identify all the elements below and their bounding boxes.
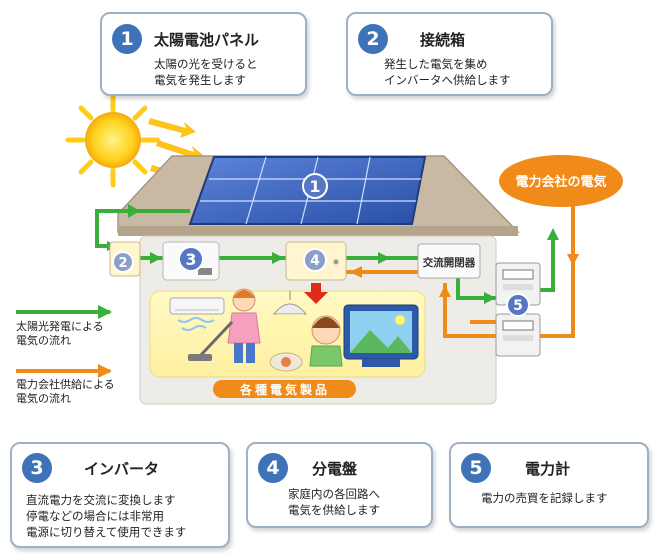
meter-marker: 5 (513, 298, 523, 314)
electric-meters (495, 262, 541, 357)
utility-bubble (499, 155, 623, 207)
card-title: 接続箱 (420, 31, 466, 49)
junction-marker: 2 (118, 256, 127, 271)
card-distribution-board: 4 分電盤 家庭内の各回路へ 電気を供給します (246, 442, 433, 528)
appliances-label: 各種電気製品 (239, 382, 330, 397)
inverter-marker: 3 (185, 250, 196, 269)
legend-solar-label: 太陽光発電による 電気の流れ (16, 320, 104, 347)
card-description: 発生した電気を集め インバータへ供給します (384, 57, 511, 87)
child (309, 315, 343, 367)
utility-label: 電力会社の電気 (515, 174, 606, 190)
air-conditioner (169, 297, 225, 331)
card-number: 1 (112, 24, 142, 54)
legend-utility-label: 電力会社供給による 電気の流れ (16, 378, 115, 405)
card-description: 電力の売買を記録します (481, 491, 608, 505)
distribution-marker: 4 (310, 253, 320, 269)
card-description: 太陽の光を受けると 電気を発生します (154, 57, 258, 87)
card-title: 電力計 (525, 460, 571, 478)
sun-icon (65, 92, 161, 188)
television (343, 304, 419, 367)
legend-lines (16, 305, 112, 378)
woman-vacuuming (188, 288, 303, 372)
card-title: インバータ (84, 460, 160, 478)
supply-arrow (304, 283, 328, 304)
utility-flow-arrowheads (350, 254, 579, 297)
card-number: 2 (358, 24, 388, 54)
card-junction-box: 2 接続箱 発生した電気を集め インバータへ供給します (346, 12, 553, 96)
card-title: 太陽電池パネル (154, 31, 260, 49)
card-number: 4 (258, 453, 288, 483)
card-description: 家庭内の各回路へ 電気を供給します (288, 487, 380, 517)
card-solar-panel: 1 太陽電池パネル 太陽の光を受けると 電気を発生します (100, 12, 307, 96)
card-power-meter: 5 電力計 電力の売買を記録します (449, 442, 649, 528)
ac-switch-box (417, 243, 481, 279)
panel-marker: 1 (309, 177, 320, 196)
lamp-icon (260, 291, 320, 340)
card-number: 3 (22, 453, 52, 483)
card-title: 分電盤 (312, 460, 358, 478)
marker-badges (112, 173, 530, 317)
card-number: 5 (461, 453, 491, 483)
card-inverter: 3 インバータ 直流電力を交流に変換します 停電などの場合には非常用 電源に切り… (10, 442, 230, 548)
ac-switch-label: 交流開閉器 (423, 256, 476, 269)
solar-flow-lines (95, 209, 555, 300)
card-description: 直流電力を交流に変換します 停電などの場合には非常用 電源に切り替えて使用できま… (26, 493, 187, 539)
appliances-banner (213, 380, 356, 398)
